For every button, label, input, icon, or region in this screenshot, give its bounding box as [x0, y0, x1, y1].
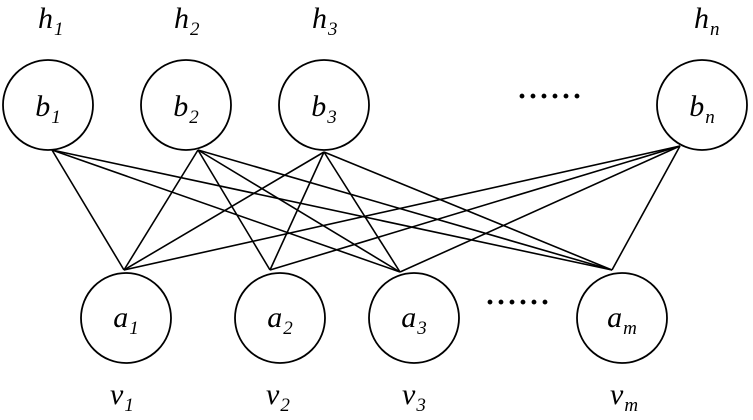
edge-h4-v3 [399, 145, 681, 273]
visible-var-label-v1: v1 [110, 378, 134, 416]
visible-var-label-v3: v3 [402, 378, 426, 416]
hidden-node-b2: b2 [140, 59, 232, 151]
visible-node-a1: a1 [80, 272, 172, 364]
hidden-var-label-hn: hn [694, 2, 720, 40]
visible-node-circle [80, 272, 172, 364]
visible-node-label: a3 [401, 301, 427, 339]
hidden-var-label-h1: h1 [38, 2, 64, 40]
hidden-node-label: b3 [311, 90, 337, 128]
hidden-node-b3: b3 [278, 59, 370, 151]
edge-h4-v1 [123, 145, 681, 271]
edge-h2-v4 [197, 149, 613, 271]
hidden-node-label: b2 [173, 90, 199, 128]
edge-h4-v2 [269, 145, 681, 271]
hidden-node-bn: bn [656, 59, 748, 151]
edge-h1-v4 [51, 149, 613, 271]
hidden-node-circle [2, 59, 94, 151]
visible-layer-ellipsis: ······ [485, 286, 551, 319]
hidden-node-circle [656, 59, 748, 151]
visible-node-a2: a2 [234, 272, 326, 364]
hidden-node-circle [140, 59, 232, 151]
hidden-node-label: bn [689, 90, 715, 128]
hidden-node-b1: b1 [2, 59, 94, 151]
visible-var-label-v2: v2 [266, 378, 290, 416]
edge-h2-v2 [197, 149, 271, 271]
visible-node-label: a2 [267, 301, 293, 339]
edge-h3-v2 [269, 151, 325, 271]
visible-node-circle [576, 272, 668, 364]
visible-node-a3: a3 [368, 272, 460, 364]
connection-edges [51, 145, 681, 273]
visible-node-circle [368, 272, 460, 364]
visible-node-label: am [607, 301, 637, 339]
edge-h3-v3 [323, 151, 401, 273]
edge-h1-v3 [51, 149, 401, 273]
hidden-node-label: b1 [35, 90, 61, 128]
hidden-node-circle [278, 59, 370, 151]
edge-h2-v3 [197, 149, 401, 273]
visible-node-circle [234, 272, 326, 364]
visible-var-label-vm: vm [610, 378, 638, 416]
visible-node-am: am [576, 272, 668, 364]
hidden-var-label-h3: h3 [312, 2, 338, 40]
edge-h4-v4 [611, 145, 681, 271]
hidden-layer-ellipsis: ······ [517, 80, 583, 113]
visible-node-label: a1 [113, 301, 139, 339]
edge-h2-v1 [123, 149, 199, 271]
hidden-var-label-h2: h2 [174, 2, 200, 40]
edge-h1-v1 [51, 149, 125, 271]
edge-h3-v1 [123, 151, 325, 271]
edge-h3-v4 [323, 151, 613, 271]
